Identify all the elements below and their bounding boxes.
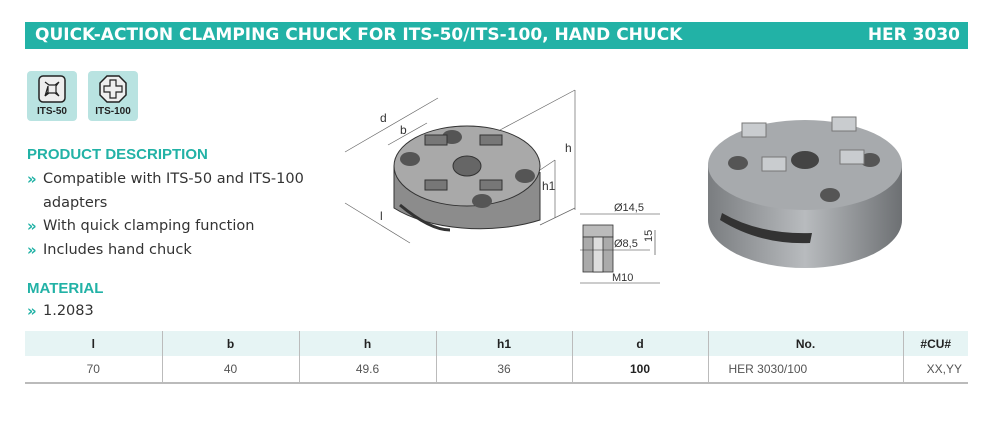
- header-bar: QUICK-ACTION CLAMPING CHUCK FOR ITS-50/I…: [25, 22, 968, 49]
- list-item: »1.2083: [27, 302, 94, 320]
- list-item: »Compatible with ITS-50 and ITS-100 adap…: [27, 170, 304, 211]
- product-title: QUICK-ACTION CLAMPING CHUCK FOR ITS-50/I…: [35, 25, 683, 45]
- cell-no: HER 3030/100: [707, 356, 903, 384]
- cell-l: 70: [25, 356, 162, 384]
- badge-label: ITS-100: [95, 106, 131, 117]
- cell-cu: XX,YY: [902, 356, 968, 384]
- specs-table: l b h h1 d No. #CU# 70 40 49.6 36 100 HE…: [25, 331, 968, 384]
- col-cu: #CU#: [902, 331, 968, 356]
- product-photo: [708, 116, 902, 268]
- cell-d: 100: [571, 356, 708, 384]
- col-h1: h1: [435, 331, 572, 356]
- dim-d-label: d: [380, 111, 387, 125]
- col-b: b: [161, 331, 299, 356]
- col-no: No.: [707, 331, 903, 356]
- col-d: d: [571, 331, 708, 356]
- dim-depth-label: 15: [643, 230, 655, 242]
- technical-drawing: d b h h1 l Ø14,5 Ø8,5 15 M10: [344, 89, 660, 284]
- product-description-heading: PRODUCT DESCRIPTION: [27, 146, 208, 163]
- badge-label: ITS-50: [36, 106, 67, 117]
- material-heading: MATERIAL: [27, 280, 104, 297]
- cell-h: 49.6: [298, 356, 436, 384]
- table-row: 70 40 49.6 36 100 HER 3030/100 XX,YY: [25, 356, 968, 384]
- col-h: h: [298, 331, 436, 356]
- table-header-row: l b h h1 d No. #CU#: [25, 331, 968, 356]
- dim-h1-label: h1: [542, 179, 556, 193]
- dim-dia14-label: Ø14,5: [614, 202, 644, 214]
- its100-icon: [99, 75, 127, 103]
- its50-icon: [38, 75, 66, 103]
- material-list: »1.2083: [27, 300, 333, 324]
- dim-l-label: l: [380, 209, 383, 223]
- dim-h-label: h: [565, 141, 572, 155]
- col-l: l: [25, 331, 162, 356]
- list-item: »With quick clamping function: [27, 217, 255, 235]
- dim-thread-label: M10: [612, 272, 633, 284]
- badge-its50: ITS-50: [27, 71, 77, 121]
- dim-b-label: b: [400, 123, 407, 137]
- cell-h1: 36: [435, 356, 572, 384]
- cell-b: 40: [161, 356, 299, 384]
- badge-its100: ITS-100: [88, 71, 138, 121]
- dim-dia8-label: Ø8,5: [614, 238, 638, 250]
- description-list: »Compatible with ITS-50 and ITS-100 adap…: [27, 168, 333, 262]
- product-code: HER 3030: [867, 25, 960, 45]
- list-item: »Includes hand chuck: [27, 240, 192, 259]
